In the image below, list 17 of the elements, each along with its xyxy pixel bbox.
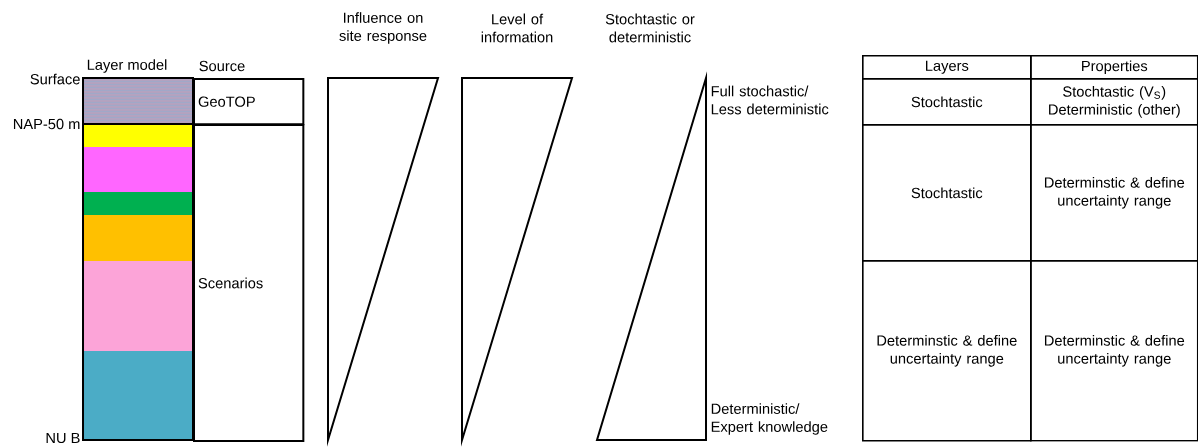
table-header: Properties (1030, 55, 1198, 80)
table-cell: Stochtastic (862, 124, 1032, 262)
table-header: Layers (862, 55, 1032, 80)
table-cell: Determinstic & define uncertainty range (1030, 260, 1198, 442)
source-box: Scenarios (193, 124, 305, 442)
column-heading: Stochtastic or deterministic (605, 13, 695, 43)
table-cell: Stochtastic (862, 78, 1032, 126)
column-heading: Level of information (481, 13, 553, 43)
table-cell: Stochtastic (V$_{S}$) Deterministic (other) (1030, 78, 1198, 126)
table-cell: Determinstic & define uncertainty range (862, 260, 1032, 442)
depth-label: NAP-50 m (13, 118, 80, 130)
depth-label: NU B (46, 432, 80, 444)
table-cell: Determinstic & define uncertainty range (1030, 124, 1198, 262)
column-heading: Layer model (87, 59, 167, 73)
column-heading: Influence on site response (339, 12, 427, 44)
source-box: GeoTOP (193, 78, 305, 126)
depth-label: Surface (30, 73, 80, 85)
